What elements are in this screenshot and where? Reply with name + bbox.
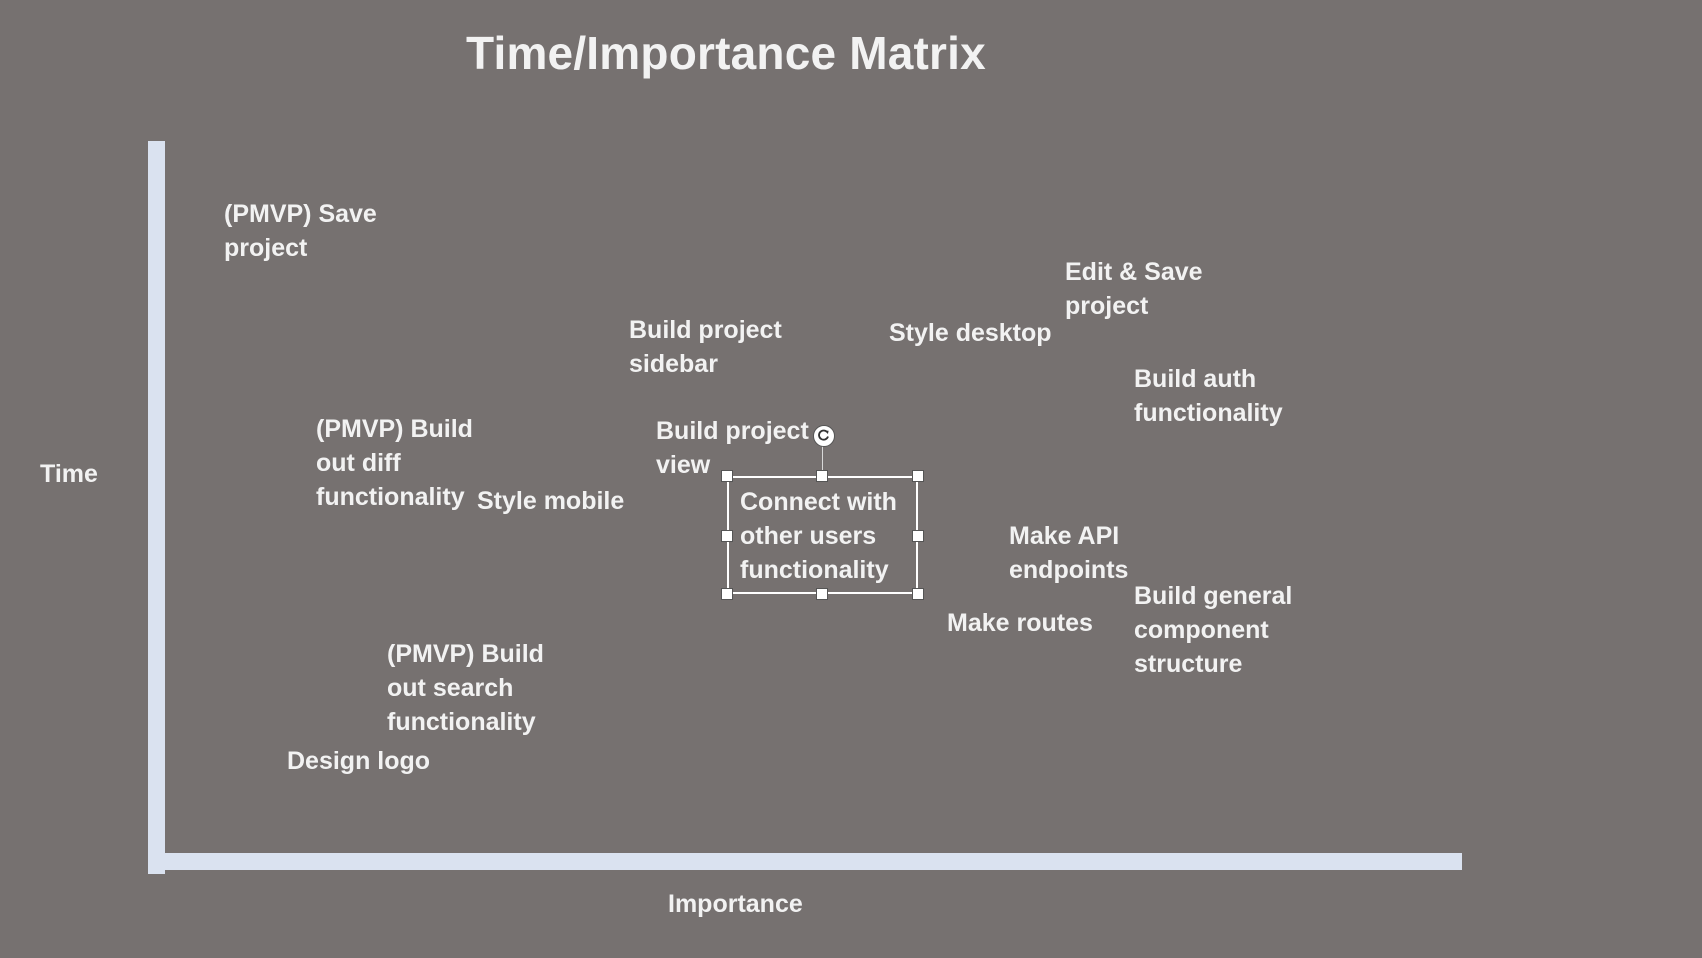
resize-handle-bottom-right[interactable] xyxy=(912,588,924,600)
task-build-general-structure[interactable]: Build general component structure xyxy=(1134,582,1293,678)
y-axis-label[interactable]: Time xyxy=(40,460,98,488)
resize-handle-bottom[interactable] xyxy=(816,588,828,600)
task-connect-users[interactable]: Connect with other users functionality xyxy=(740,488,897,584)
resize-handle-top-right[interactable] xyxy=(912,470,924,482)
task-build-search[interactable]: (PMVP) Build out search functionality xyxy=(387,640,544,736)
task-make-routes[interactable]: Make routes xyxy=(947,609,1093,637)
task-style-mobile[interactable]: Style mobile xyxy=(477,487,625,515)
y-axis-line[interactable] xyxy=(148,141,165,874)
selection-frame[interactable] xyxy=(727,476,918,594)
task-style-desktop[interactable]: Style desktop xyxy=(889,319,1052,347)
resize-handle-right[interactable] xyxy=(912,530,924,542)
x-axis-line[interactable] xyxy=(148,853,1462,870)
resize-handle-bottom-left[interactable] xyxy=(721,588,733,600)
task-edit-save-project[interactable]: Edit & Save project xyxy=(1065,258,1203,320)
task-build-auth[interactable]: Build auth functionality xyxy=(1134,365,1283,427)
resize-handle-left[interactable] xyxy=(721,530,733,542)
task-build-project-view[interactable]: Build project view xyxy=(656,417,809,479)
task-save-project[interactable]: (PMVP) Save project xyxy=(224,200,377,262)
rotate-stem xyxy=(822,446,823,476)
slide-title[interactable]: Time/Importance Matrix xyxy=(466,27,986,79)
task-build-diff[interactable]: (PMVP) Build out diff functionality xyxy=(316,415,473,511)
task-design-logo[interactable]: Design logo xyxy=(287,747,431,775)
resize-handle-top-left[interactable] xyxy=(721,470,733,482)
task-build-project-sidebar[interactable]: Build project sidebar xyxy=(629,316,782,378)
rotate-icon[interactable] xyxy=(813,425,835,447)
x-axis-label[interactable]: Importance xyxy=(668,890,803,918)
resize-handle-top[interactable] xyxy=(816,470,828,482)
task-make-api-endpoints[interactable]: Make API endpoints xyxy=(1009,522,1129,584)
